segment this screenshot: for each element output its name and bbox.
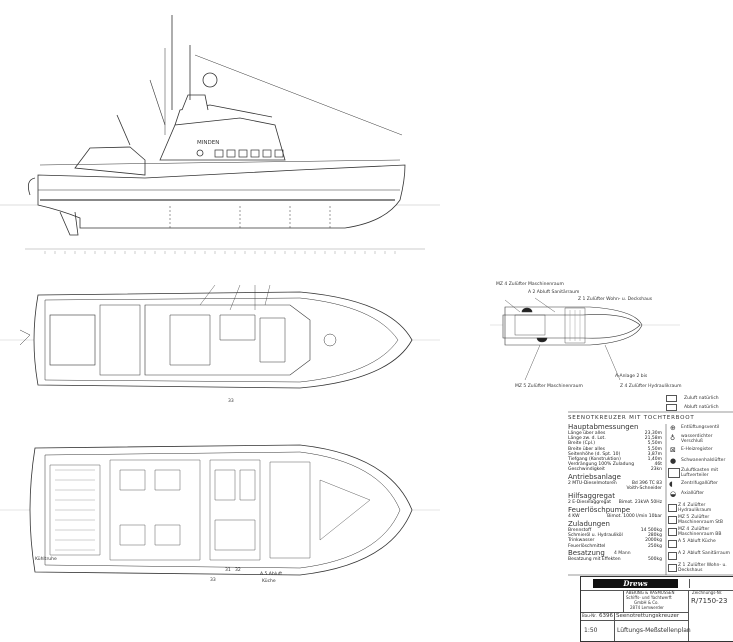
- vessel-type: Seenotrettungskreuzer: [616, 613, 680, 619]
- build-no-label: Bau-Nr.: [582, 613, 597, 618]
- boat-label: MZ 4 Zulüfter Maschinenraum: [496, 282, 564, 287]
- spec-row: Tiefgang (Konstruktion)1,40m: [568, 457, 662, 463]
- legend-item: Entlüftungsventil: [681, 425, 720, 430]
- legend-box-icon: [668, 516, 677, 524]
- legend-item: wasserdichter Verschluß: [681, 434, 713, 444]
- legend-frame: [568, 411, 733, 576]
- payload-heading: Zuladungen: [568, 520, 610, 528]
- vent-valve-icon: ⊕: [670, 424, 676, 432]
- drawing-number-label: Zeichnungs-Nr.: [692, 590, 723, 595]
- legend-top-item: Zuluft natürlich: [684, 396, 719, 401]
- legend-code: A 5: [678, 539, 686, 544]
- crew-heading-note: 4 Mann: [614, 551, 631, 556]
- exhaust-natural-symbol: [666, 404, 677, 411]
- company-city: 2874 Lemwerder: [630, 605, 664, 610]
- legend-box-icon: [668, 552, 677, 560]
- heater-icon: ⊠: [670, 446, 676, 454]
- legend-box-icon: [668, 540, 677, 548]
- lower-plan-note: Kühltruhe: [35, 557, 57, 562]
- drawing-number: R/7150-23: [691, 597, 728, 605]
- legend-code: MZ 4: [678, 527, 690, 532]
- boat-label: A-Anlage 2 bis: [615, 374, 648, 379]
- build-no: 6396: [599, 613, 613, 619]
- vessel-name-label: MINDEN: [197, 140, 220, 146]
- company-sub: Schiffs- und Yachtwerft: [626, 595, 672, 600]
- boat-label: A 2 Abluft Sanitärraum: [528, 290, 580, 295]
- legend-box-icon: [668, 564, 677, 572]
- spec-row: Seitenhöhe (d. Spt. 10)3,87m: [568, 451, 662, 457]
- spec-row: Voith-Schneider: [626, 486, 662, 492]
- spec-row: Länge zw. d. Lot.21,58m: [568, 436, 662, 442]
- lower-deck-plan-view: [0, 444, 440, 576]
- deck-plan-label: 33: [228, 399, 234, 404]
- legend-code: MZ 5: [678, 515, 690, 520]
- profile-view: [0, 15, 440, 236]
- legend-code: Z 1: [678, 563, 686, 568]
- lower-plan-note: Küche: [262, 579, 276, 584]
- air-box-icon: [668, 468, 680, 478]
- legend-box-icon: [668, 528, 677, 536]
- frame-scale: [25, 248, 425, 254]
- lower-plan-note: A 5 Abluft: [260, 572, 283, 577]
- legend-item: Zentrifugallüfter: [681, 481, 718, 486]
- company-name: ABEKING & RASMUSSEN: [626, 590, 675, 595]
- company-logo: Drews: [593, 579, 678, 588]
- drawing-title: Lüftungs-Meßstellenplan: [617, 627, 691, 634]
- pump-heading: Feuerlöschpumpe: [568, 506, 631, 514]
- scale: 1:50: [584, 627, 598, 634]
- lower-plan-label: 31: [225, 568, 231, 573]
- supply-natural-symbol: [666, 395, 677, 402]
- lower-plan-label: 33: [210, 578, 216, 583]
- legend-item: Axiallüfter: [681, 491, 704, 496]
- spec-row: Breite (Cpl.)5,50m: [568, 441, 662, 447]
- company-sub2: GmbH & Co.: [634, 600, 659, 605]
- axial-fan-icon: ◒: [670, 490, 677, 498]
- specs-title: SEENOTKREUZER MIT TOCHTERBOOT: [568, 415, 695, 421]
- propulsion-heading: Antriebsanlage: [568, 473, 621, 481]
- watertight-closure-icon: ♁: [670, 434, 676, 442]
- daughter-boat-plan: [490, 297, 680, 381]
- centrifugal-fan-icon: ◖: [669, 480, 673, 488]
- crew-heading: Besatzung: [568, 549, 605, 557]
- legend-item: Zuluftkasten mit Luftverteiler: [681, 468, 719, 478]
- gooseneck-vent-icon: ●: [670, 457, 677, 465]
- aux-heading: Hilfsaggregat: [568, 492, 615, 500]
- legend-top-item: Abluft natürlich: [684, 405, 719, 410]
- legend-code: A 2: [678, 551, 686, 556]
- specifications-panel: SEENOTKREUZER MIT TOCHTERBOOT Hauptabmes…: [568, 415, 694, 567]
- deck-plan-view: [0, 284, 440, 389]
- boat-label: Z 1 Zulüfter Wohn- u. Deckshaus: [578, 297, 653, 302]
- legend-item: E-Heizregister: [681, 447, 713, 452]
- main-dimensions-heading: Hauptabmessungen: [568, 423, 639, 431]
- lower-plan-label: 32: [235, 568, 241, 573]
- boat-label: Z 4 Zulüfter Hydraulikraum: [620, 384, 682, 389]
- title-block: Drews ABEKING & RASMUSSEN Schiffs- und Y…: [580, 576, 733, 642]
- legend-box-icon: [668, 504, 677, 512]
- legend-code: Z 4: [678, 503, 686, 508]
- legend-item: Schwanenhalslüfter: [681, 458, 726, 463]
- boat-label: MZ 5 Zulüfter Maschinenraum: [515, 384, 583, 389]
